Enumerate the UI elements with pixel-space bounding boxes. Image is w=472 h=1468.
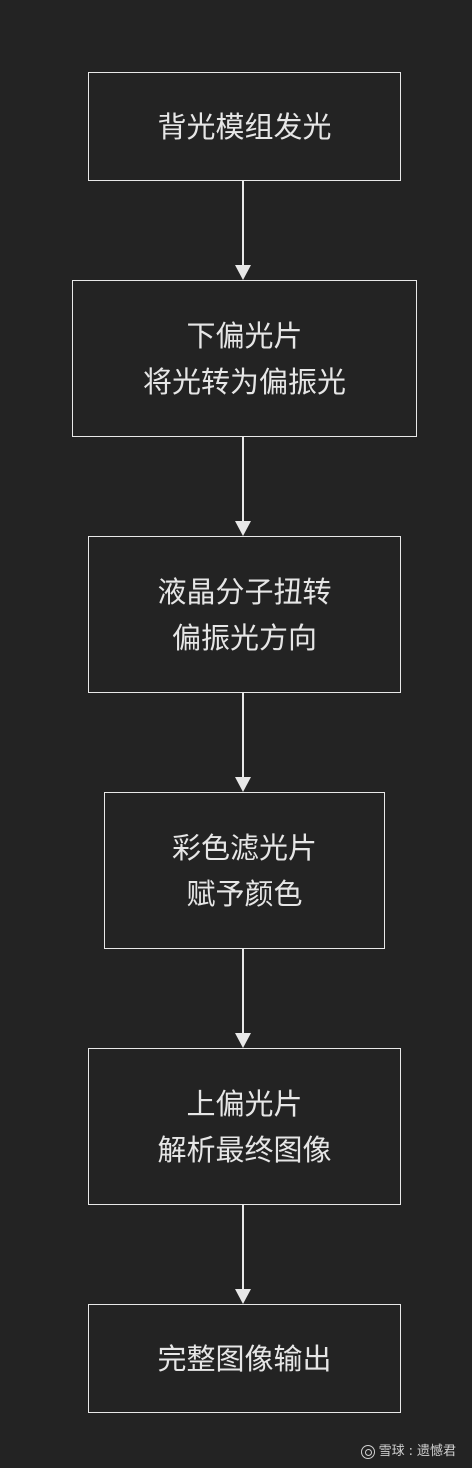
node-label-line: 解析最终图像 [157,1132,332,1167]
node-label-line: 下偏光片 [186,318,303,353]
flow-node-liquid-crystal: 液晶分子扭转 偏振光方向 [88,536,401,693]
flow-arrow-line [242,181,244,266]
watermark-separator: : [408,1444,413,1459]
arrow-head-icon [235,521,251,536]
watermark: 雪球 : 遗憾君 [360,1444,456,1460]
node-label-line: 偏振光方向 [171,620,317,655]
node-label-line: 上偏光片 [186,1086,303,1121]
node-label-line: 背光模组发光 [157,109,332,144]
node-label-line: 液晶分子扭转 [157,574,332,609]
flow-node-backlight: 背光模组发光 [88,72,401,181]
flow-arrow-line [242,693,244,778]
node-label-line: 将光转为偏振光 [142,364,346,399]
arrow-head-icon [235,1289,251,1304]
node-label-line: 彩色滤光片 [171,830,317,865]
flow-arrow-line [242,1205,244,1290]
snowball-logo-icon [360,1445,375,1459]
arrow-head-icon [235,265,251,280]
flow-node-color-filter: 彩色滤光片 赋予颜色 [104,792,385,949]
arrow-head-icon [235,777,251,792]
flow-arrow-line [242,437,244,522]
flow-node-lower-polarizer: 下偏光片 将光转为偏振光 [72,280,417,437]
node-label-line: 完整图像输出 [157,1341,332,1376]
watermark-brand: 雪球 [378,1444,405,1459]
node-label-line: 赋予颜色 [186,876,303,911]
flow-node-upper-polarizer: 上偏光片 解析最终图像 [88,1048,401,1205]
watermark-author: 遗憾君 [416,1444,456,1459]
flow-node-output: 完整图像输出 [88,1304,401,1413]
arrow-head-icon [235,1033,251,1048]
flow-arrow-line [242,949,244,1034]
